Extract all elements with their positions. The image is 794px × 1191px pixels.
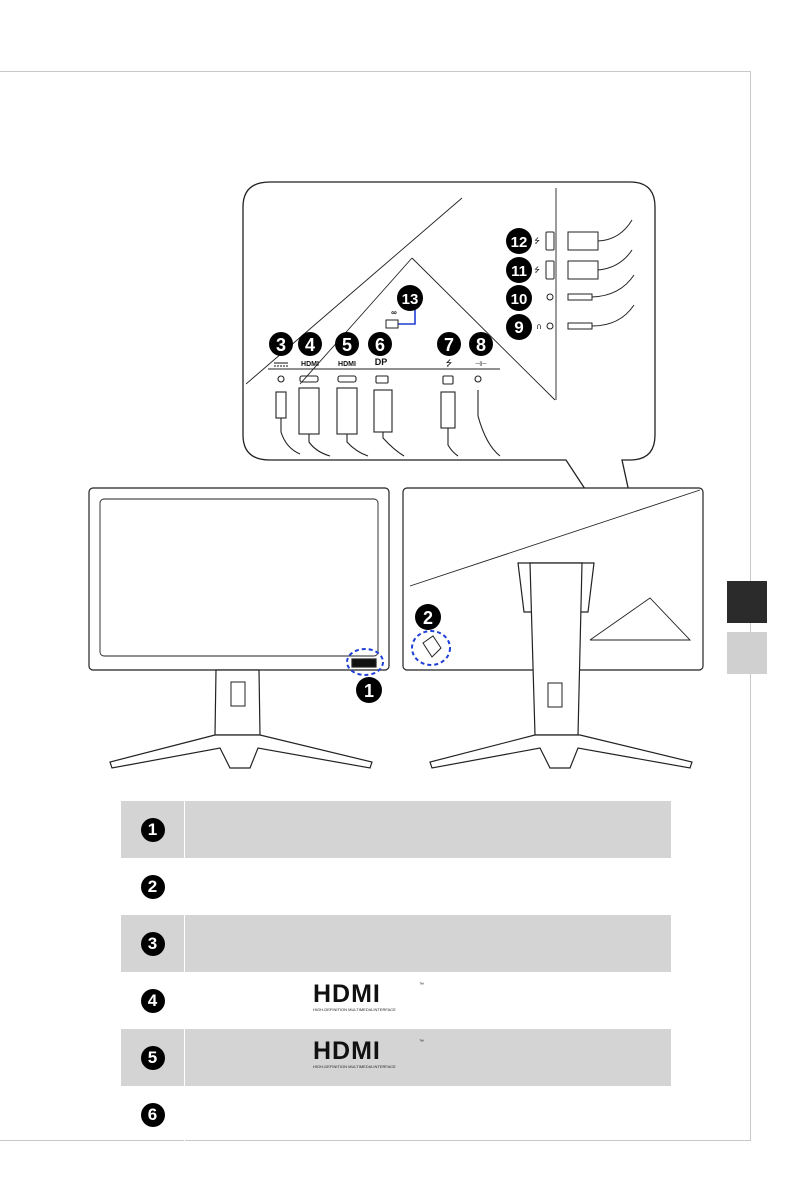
callout-11: 11 xyxy=(506,257,532,283)
callout-number: 3 xyxy=(276,335,286,355)
svg-text:⭍: ⭍ xyxy=(446,359,453,368)
callout-number: 7 xyxy=(444,335,454,355)
svg-text:⭍: ⭍ xyxy=(534,266,540,274)
legend-number: 1 xyxy=(140,817,165,842)
svg-text:∩: ∩ xyxy=(536,322,542,331)
callout-number: 6 xyxy=(375,335,385,355)
svg-text:⭍: ⭍ xyxy=(534,237,540,245)
callout-6: 6 xyxy=(368,332,392,356)
callout-7: 7 xyxy=(437,332,461,356)
bottom-cables xyxy=(275,375,501,457)
legend-row: 4 HDMI ™ HIGH-DEFINITION MULTIMEDIA INTE… xyxy=(121,972,671,1029)
callout-1: 1 xyxy=(356,677,382,703)
chapter-tab[interactable] xyxy=(727,632,767,674)
legend-row: 2 xyxy=(121,858,671,915)
callout-9: 9 xyxy=(506,314,532,340)
legend-row: 6 xyxy=(121,1086,671,1143)
port-label-dp: DP xyxy=(375,357,388,367)
port-legend-table: 1 2 3 4 HDMI ™ HIGH-DEFINITION MULTIMEDI… xyxy=(121,801,671,1143)
hdmi-logo: HDMI ™ HIGH-DEFINITION MULTIMEDIA INTERF… xyxy=(313,1037,424,1070)
callout-5: 5 xyxy=(335,332,359,356)
callout-number: 4 xyxy=(305,335,315,355)
callout-number: 13 xyxy=(402,291,419,308)
callout-12: 12 xyxy=(506,228,532,254)
hdmi-logo: HDMI ™ HIGH-DEFINITION MULTIMEDIA INTERF… xyxy=(313,980,424,1013)
svg-text:⊣⊢: ⊣⊢ xyxy=(475,360,487,368)
legend-row: 1 xyxy=(121,801,671,858)
highlight-circle-1 xyxy=(346,648,384,676)
legend-number: 4 xyxy=(140,988,165,1013)
callout-4: 4 xyxy=(298,332,322,356)
legend-number: 5 xyxy=(140,1045,165,1070)
legend-number: 3 xyxy=(140,931,165,956)
callout-number: 8 xyxy=(476,335,486,355)
callout-number: 5 xyxy=(342,335,352,355)
callout-number: 11 xyxy=(511,263,527,280)
callout-number: 1 xyxy=(364,681,374,701)
legend-row: 5 HDMI ™ HIGH-DEFINITION MULTIMEDIA INTE… xyxy=(121,1029,671,1086)
monitor-illustration: ∞ 3 4 5 6 7 8 13 12 11 10 9 HDMI HDMI DP… xyxy=(88,181,704,769)
callout-3: 3 xyxy=(269,332,293,356)
legend-row: 3 xyxy=(121,915,671,972)
svg-text:∞: ∞ xyxy=(391,308,397,317)
monitor-front xyxy=(88,487,390,769)
port-label-hdmi-b: HDMI xyxy=(338,361,356,368)
port-label-hdmi-a: HDMI xyxy=(301,361,319,368)
legend-number: 2 xyxy=(140,874,165,899)
callout-number: 12 xyxy=(511,234,528,251)
monitor-rear xyxy=(402,487,704,769)
chapter-tab-active[interactable] xyxy=(727,581,767,623)
callout-2: 2 xyxy=(415,604,441,630)
callout-10: 10 xyxy=(506,285,532,311)
callout-8: 8 xyxy=(469,332,493,356)
callout-number: 2 xyxy=(423,608,433,628)
legend-number: 6 xyxy=(140,1102,165,1127)
callout-13: 13 xyxy=(397,285,423,311)
callout-number: 9 xyxy=(514,318,523,337)
highlight-circle-2 xyxy=(411,630,451,666)
side-ports xyxy=(545,219,635,330)
callout-number: 10 xyxy=(511,291,528,308)
